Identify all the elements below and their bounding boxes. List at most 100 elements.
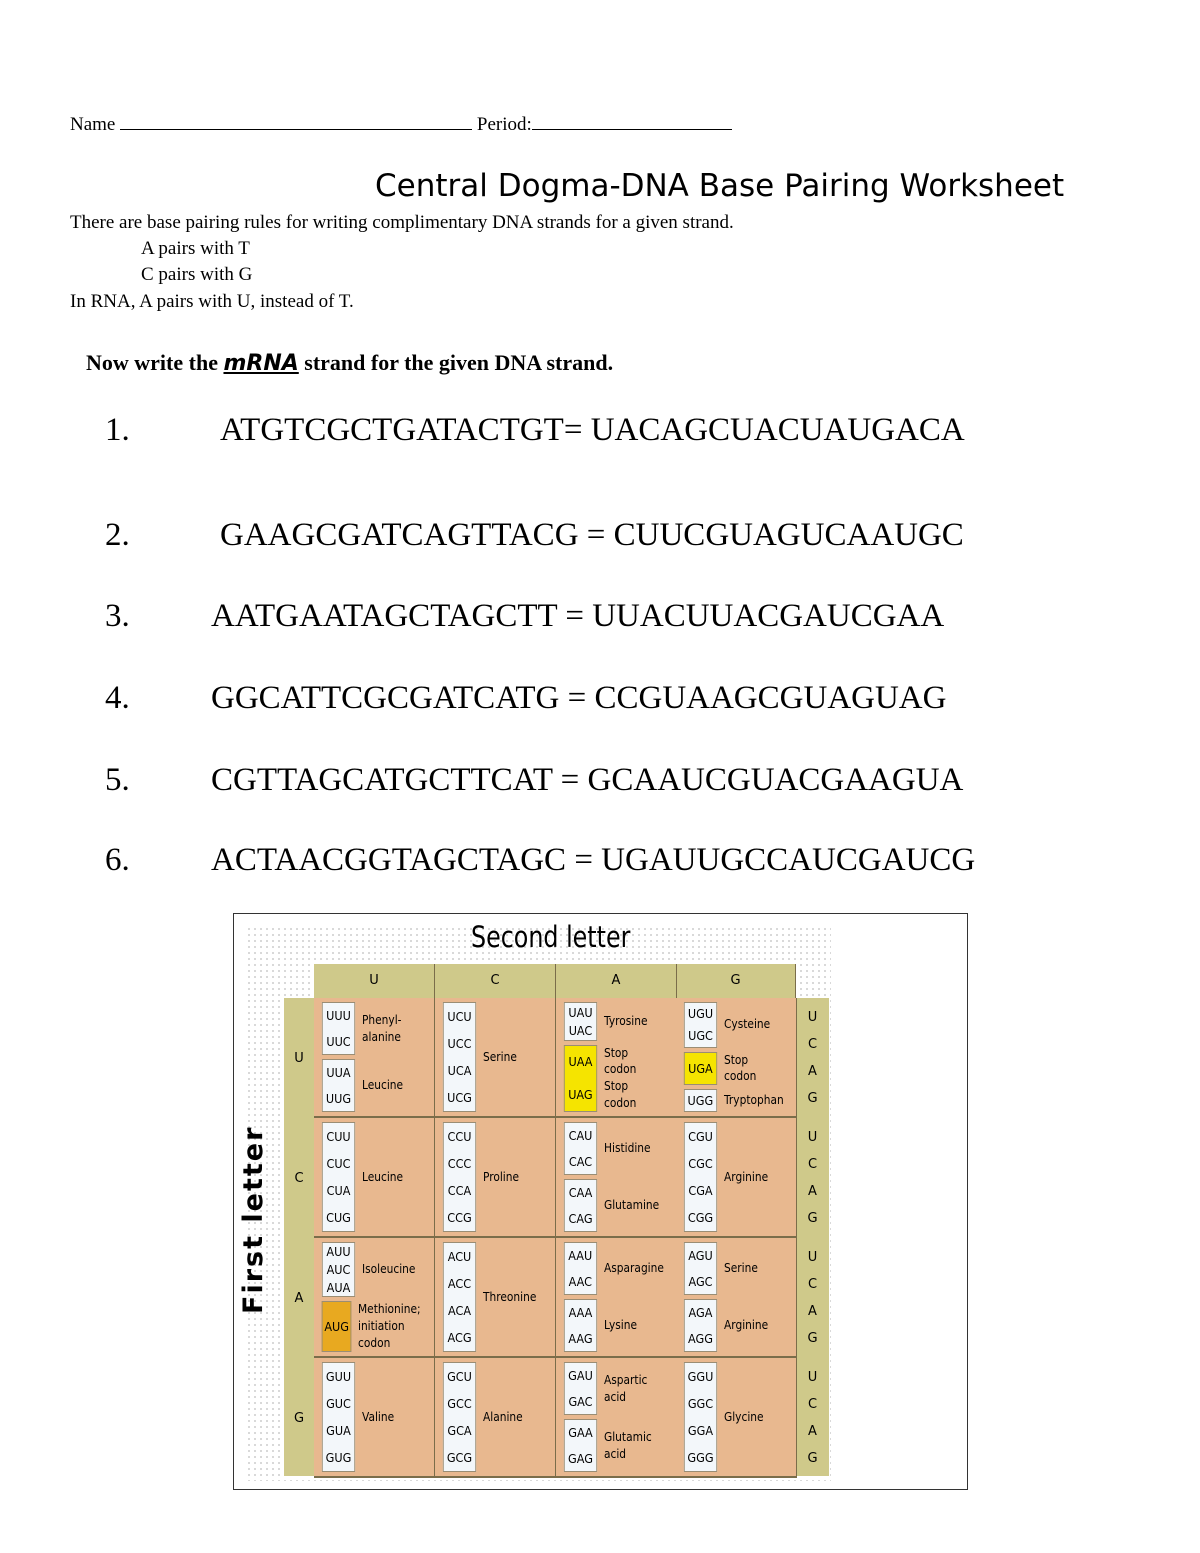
codon: UGA — [688, 1060, 713, 1076]
first-letter-label: First letter — [238, 1125, 269, 1314]
second-letter-G: G — [676, 964, 796, 998]
codon: AUU — [326, 1244, 351, 1260]
codon: ACU — [447, 1249, 472, 1264]
period-field[interactable] — [531, 114, 732, 130]
codon: ACA — [447, 1303, 472, 1318]
codon-group: UGA Stop codon — [682, 1051, 794, 1086]
amino-acid-label: Valine — [362, 1408, 395, 1424]
instruction: Now write the mRNA strand for the given … — [86, 350, 613, 376]
first-letter-C: C — [294, 1170, 304, 1186]
codon: GAA — [568, 1425, 593, 1441]
name-field[interactable] — [120, 114, 473, 130]
third-letter: A — [808, 1064, 817, 1079]
amino-acid-label: Glutamine — [604, 1197, 660, 1213]
codon: GCA — [447, 1423, 472, 1438]
codon-group: UGG Tryptophan — [682, 1089, 794, 1112]
third-letter: U — [807, 1370, 818, 1385]
instruction-pre: Now write the — [86, 350, 224, 375]
question-text: GAAGCGATCAGTTACG = CUUCGUAGUCAAUGC — [220, 517, 964, 553]
codon: AGU — [688, 1248, 713, 1264]
codon: CGC — [688, 1156, 713, 1171]
codon: GCU — [447, 1369, 472, 1384]
amino-acid-label: Leucine — [362, 1077, 404, 1093]
third-letter: A — [808, 1184, 817, 1199]
third-letter: A — [808, 1304, 817, 1319]
codon: ACG — [447, 1330, 472, 1345]
codon: GUU — [325, 1369, 352, 1384]
codon: UGG — [687, 1093, 714, 1109]
third-letter: G — [807, 1331, 818, 1346]
amino-acid-label: Asparagine — [603, 1260, 664, 1276]
third-letter: C — [807, 1397, 818, 1412]
amino-acid-label: Lysine — [604, 1317, 637, 1333]
codon: UCA — [447, 1063, 472, 1078]
codon: GGC — [687, 1396, 714, 1411]
period-label: Period: — [476, 114, 532, 135]
codon: UUU — [326, 1008, 351, 1024]
instruction-post: strand for the given DNA strand. — [298, 350, 614, 375]
amino-acid-label: Methionine; initiation codon — [358, 1301, 421, 1351]
codon-box: UGA — [683, 1051, 718, 1086]
name-label: Name — [70, 114, 116, 135]
amino-acid-label: Stop codon — [723, 1051, 757, 1084]
third-letter: C — [807, 1277, 818, 1292]
amino-acid-label: Cysteine — [724, 1016, 771, 1032]
question-text: CGTTAGCATGCTTCAT = GCAAUCGUACGAAGUA — [211, 762, 964, 798]
codon: CCG — [447, 1210, 472, 1225]
amino-acid-label: Proline — [483, 1168, 520, 1184]
codon: CCC — [447, 1156, 472, 1171]
amino-acid-label: Serine — [724, 1260, 758, 1276]
codon-box: ACU ACC ACA ACG — [442, 1242, 477, 1352]
question-text: ACTAACGGTAGCTAGC = UGAUUGCCAUCGAUCG — [211, 842, 976, 878]
codon: CUU — [326, 1129, 351, 1144]
amino-acid-label: Arginine — [724, 1168, 769, 1184]
second-letter-A: A — [556, 964, 677, 998]
third-letter: U — [807, 1130, 818, 1145]
codon: GUG — [325, 1450, 352, 1465]
intro-text: There are base pairing rules for writing… — [70, 212, 734, 233]
codon: AAC — [568, 1273, 592, 1289]
second-letter-U: U — [314, 964, 435, 998]
codon: CUA — [326, 1183, 351, 1198]
question-text: AATGAATAGCTAGCTT = UUACUUACGAUCGAA — [211, 598, 945, 634]
codon: CGU — [688, 1129, 713, 1144]
codon: UAG — [568, 1087, 593, 1103]
rule-c-g: C pairs with G — [141, 264, 253, 285]
amino-acid-label: Tryptophan — [723, 1092, 784, 1108]
codon: UAU — [568, 1004, 593, 1020]
codon: UGC — [688, 1028, 713, 1044]
question-number: 5. — [105, 762, 130, 798]
codon: CAG — [568, 1210, 593, 1226]
codon: ACC — [447, 1276, 472, 1291]
question-number: 4. — [105, 680, 130, 716]
